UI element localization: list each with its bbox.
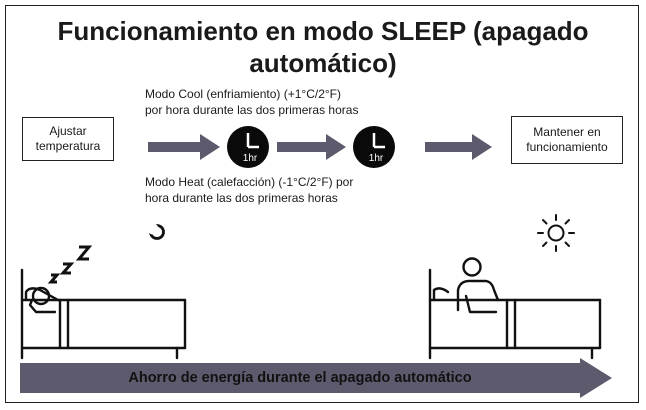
- energy-saving-label: Ahorro de energía durante el apagado aut…: [128, 370, 472, 386]
- flow-arrow-1: [148, 134, 220, 160]
- clock-label: 1hr: [369, 153, 384, 164]
- flow-arrow-2: [277, 134, 346, 160]
- heat-mode-line2: hora durante las dos primeras horas: [145, 191, 338, 205]
- clock-label: 1hr: [243, 153, 258, 164]
- adjust-temperature-line2: temperatura: [35, 139, 101, 153]
- diagram-title-line2: automático): [249, 48, 397, 78]
- adjust-temperature-box: Ajustar temperatura: [22, 117, 114, 161]
- sleeping-bed-icon: [20, 268, 187, 360]
- clock-icon: 1hr: [353, 126, 395, 168]
- awake-bed-icon: [428, 257, 602, 360]
- moon-icon: [147, 223, 165, 240]
- cool-mode-line2: por hora durante las dos primeras horas: [145, 103, 359, 117]
- heat-mode-text: Modo Heat (calefacción) (-1°C/2°F) por h…: [145, 174, 353, 206]
- cool-mode-text: Modo Cool (enfriamiento) (+1°C/2°F) por …: [145, 86, 358, 118]
- flow-arrow-3: [425, 134, 492, 160]
- sun-icon: [537, 214, 575, 252]
- sleep-zzz-icon: [47, 245, 93, 284]
- keep-running-box: Mantener en funcionamiento: [511, 116, 623, 164]
- energy-saving-bar: [20, 358, 612, 398]
- heat-mode-line1: Modo Heat (calefacción) (-1°C/2°F) por: [145, 175, 354, 189]
- diagram-frame: [5, 5, 639, 403]
- cool-mode-line1: Modo Cool (enfriamiento) (+1°C/2°F): [145, 87, 342, 101]
- adjust-temperature-line1: Ajustar: [49, 124, 87, 138]
- keep-running-line1: Mantener en: [533, 125, 601, 139]
- keep-running-line2: funcionamiento: [526, 140, 608, 154]
- clock-icon: 1hr: [227, 126, 269, 168]
- diagram-title-line1: Funcionamiento en modo SLEEP (apagado: [57, 16, 589, 46]
